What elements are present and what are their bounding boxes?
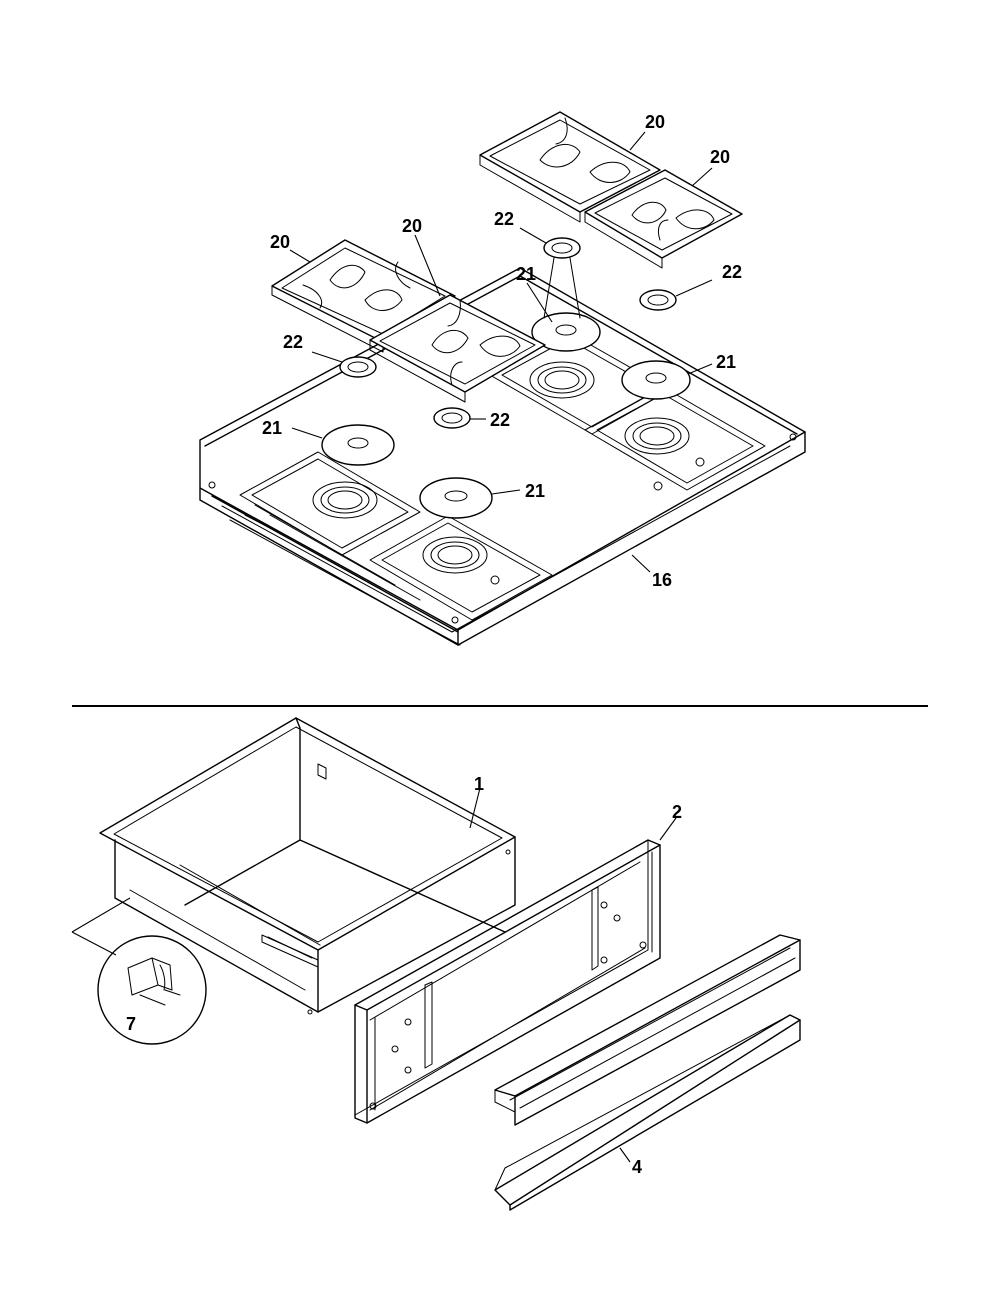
callout-grate-back-right: 20 [645,112,665,132]
ring-center [433,407,471,429]
burner-well-back-right [584,386,766,491]
callout-grate-far-right: 20 [710,147,730,167]
burner-well-front-center [369,515,553,621]
callout-ring-top: 22 [494,209,514,229]
grate-back-right [479,111,661,223]
burner-cap-front-left [321,424,395,466]
cooktop-callouts: 20 20 20 20 22 22 22 22 21 21 21 21 16 [262,112,742,590]
callout-drawer-clip: 7 [126,1014,136,1034]
callout-burner-cap-front-center: 21 [525,481,545,501]
drawer-body [99,717,516,1015]
callout-drawer-front-panel: 2 [672,802,682,822]
drawer-clip-detail [97,935,207,1045]
ring-top [543,237,581,319]
cooktop-panel [199,267,806,646]
drawer-leader-lines [71,787,677,1163]
drawer-trim-upper [494,934,801,1126]
cooktop-leader-lines [289,131,713,573]
callout-ring-right: 22 [722,262,742,282]
callout-burner-cap-back-center: 21 [516,264,536,284]
drawer-trim-lower [494,1014,801,1211]
drawer-callouts: 1 2 4 7 [126,774,682,1177]
callout-ring-left: 22 [283,332,303,352]
grate-center [369,294,546,403]
ring-left [339,356,377,378]
drawer-front-panel [354,839,661,1124]
grate-left [271,239,456,353]
cooktop-assembly: 20 20 20 20 22 22 22 22 21 21 21 21 16 [199,111,806,646]
burner-cap-back-right [621,360,691,400]
callout-burner-cap-front-left: 21 [262,418,282,438]
callout-drawer-trim: 4 [632,1157,642,1177]
drawer-assembly: 1 2 4 7 [71,717,801,1211]
burner-cap-back-center [531,312,601,352]
burner-cap-front-center [419,477,493,519]
callout-grate-center: 20 [402,216,422,236]
callout-grate-left: 20 [270,232,290,252]
callout-cooktop: 16 [652,570,672,590]
ring-right [639,289,677,311]
burner-well-front-left [239,451,421,556]
callout-ring-center: 22 [490,410,510,430]
grate-far-right [584,169,743,269]
callout-drawer-body: 1 [474,774,484,794]
callout-burner-cap-back-right: 21 [716,352,736,372]
